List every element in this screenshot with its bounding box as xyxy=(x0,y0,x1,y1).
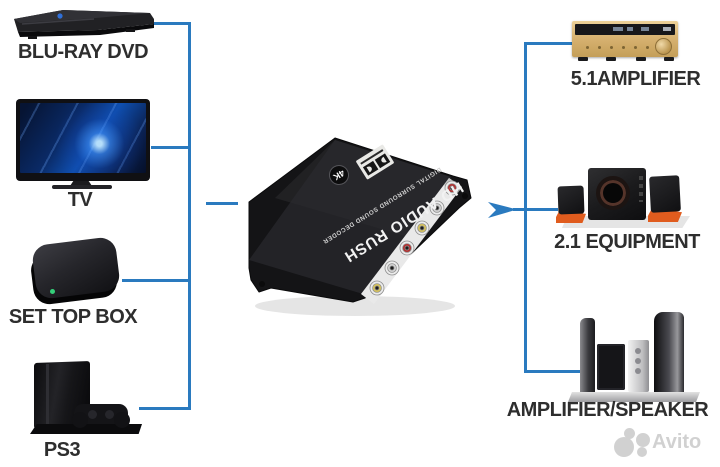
eq21-right-satellite xyxy=(649,175,681,213)
ps3-label: PS3 xyxy=(43,439,81,461)
left-bus-line xyxy=(188,22,191,410)
eq21-left-satellite xyxy=(557,185,585,215)
amp51-stub-line xyxy=(524,42,573,45)
settop-stub-line xyxy=(122,279,190,282)
amp-volume-knob xyxy=(655,38,672,55)
dolby-digital-logo xyxy=(356,144,394,180)
bluray-stub-line xyxy=(153,22,190,25)
ps3-stub-line xyxy=(139,407,190,410)
subwoofer-port xyxy=(596,176,630,210)
tv-stand-neck xyxy=(70,181,92,186)
speaker-tower-left xyxy=(580,318,595,394)
eq21-stub-line xyxy=(513,208,558,211)
tv-stub-line xyxy=(151,146,190,149)
avito-watermark-text: Avito xyxy=(652,431,702,453)
speaker-tower-right xyxy=(654,312,684,394)
ps3-stand xyxy=(30,424,142,434)
speaker-stub-line xyxy=(524,370,583,373)
arrow-right-icon xyxy=(488,202,517,218)
amp-display xyxy=(575,24,675,35)
tv-image xyxy=(16,99,150,181)
eq21-subwoofer xyxy=(588,168,646,220)
settop-led xyxy=(50,289,55,294)
amp51-image xyxy=(572,21,680,63)
speaker-label: AMPLIFIER/SPEAKER xyxy=(506,399,709,421)
ps3-controller xyxy=(72,404,130,428)
avito-logo-icon xyxy=(614,437,634,457)
decoder-in-line xyxy=(206,202,238,205)
decoder-device-image: 4K HD AUDIO RUSH DIGITAL SURROUND SOUND … xyxy=(248,137,472,316)
ps3-console-image xyxy=(30,360,145,440)
speaker-mid xyxy=(597,344,625,390)
speaker-center-unit xyxy=(628,340,649,392)
eq21-label: 2.1 EQUIPMENT xyxy=(554,231,700,253)
amp51-label: 5.1AMPLIFIER xyxy=(570,68,701,90)
tv-screen xyxy=(20,103,146,173)
settop-label: SET TOP BOX xyxy=(8,306,138,328)
tv-stand-base xyxy=(52,185,112,189)
speaker-system-image xyxy=(566,306,706,406)
tv-label: TV xyxy=(67,189,93,211)
eq21-image xyxy=(556,160,696,230)
right-bus-line xyxy=(524,42,527,373)
avito-watermark: Avito xyxy=(610,427,720,459)
4k-badge: 4K xyxy=(329,165,349,185)
bluray-player-image xyxy=(14,10,154,39)
settop-box-image xyxy=(29,236,121,306)
speaker-base-plate xyxy=(568,392,700,402)
bluray-label: BLU-RAY DVD xyxy=(17,41,149,63)
rca-jacks xyxy=(369,180,460,296)
